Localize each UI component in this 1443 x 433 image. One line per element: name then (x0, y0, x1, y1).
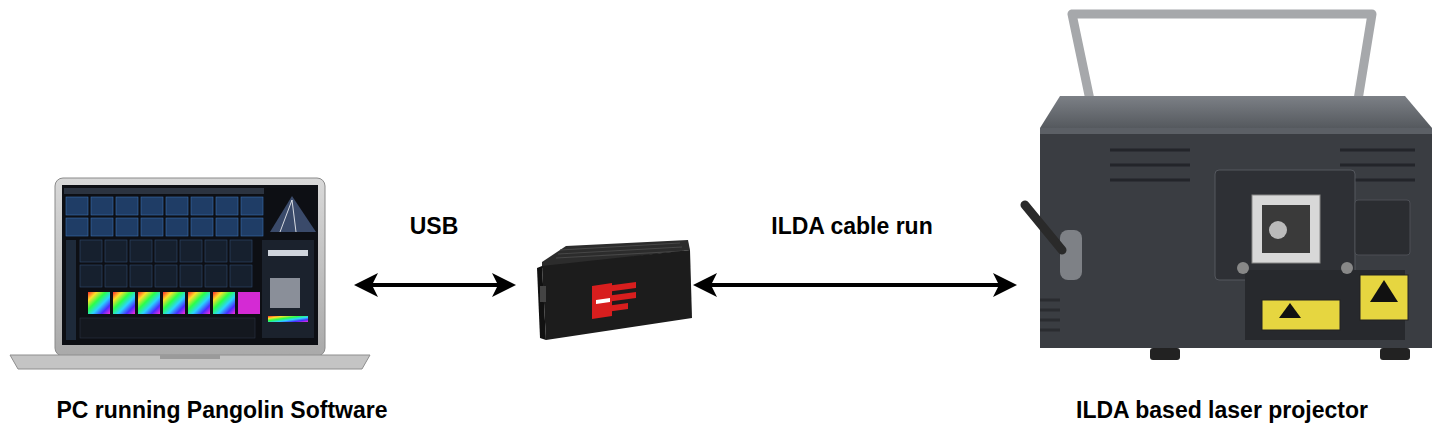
interface-box-illustration (537, 240, 692, 340)
projector-illustration (1025, 14, 1432, 360)
laptop-illustration (10, 178, 370, 369)
connection-label: USB (410, 213, 459, 239)
connection-label: ILDA cable run (771, 213, 932, 239)
device-caption-node: ILDA based laser projector (1072, 395, 1372, 425)
usb-arrow (358, 283, 512, 287)
device-caption-node: PC running Pangolin Software (53, 395, 392, 425)
ilda-arrow (697, 283, 1013, 287)
device-caption: PC running Pangolin Software (53, 395, 392, 425)
logo (592, 282, 636, 319)
device-caption: ILDA based laser projector (1072, 395, 1372, 425)
